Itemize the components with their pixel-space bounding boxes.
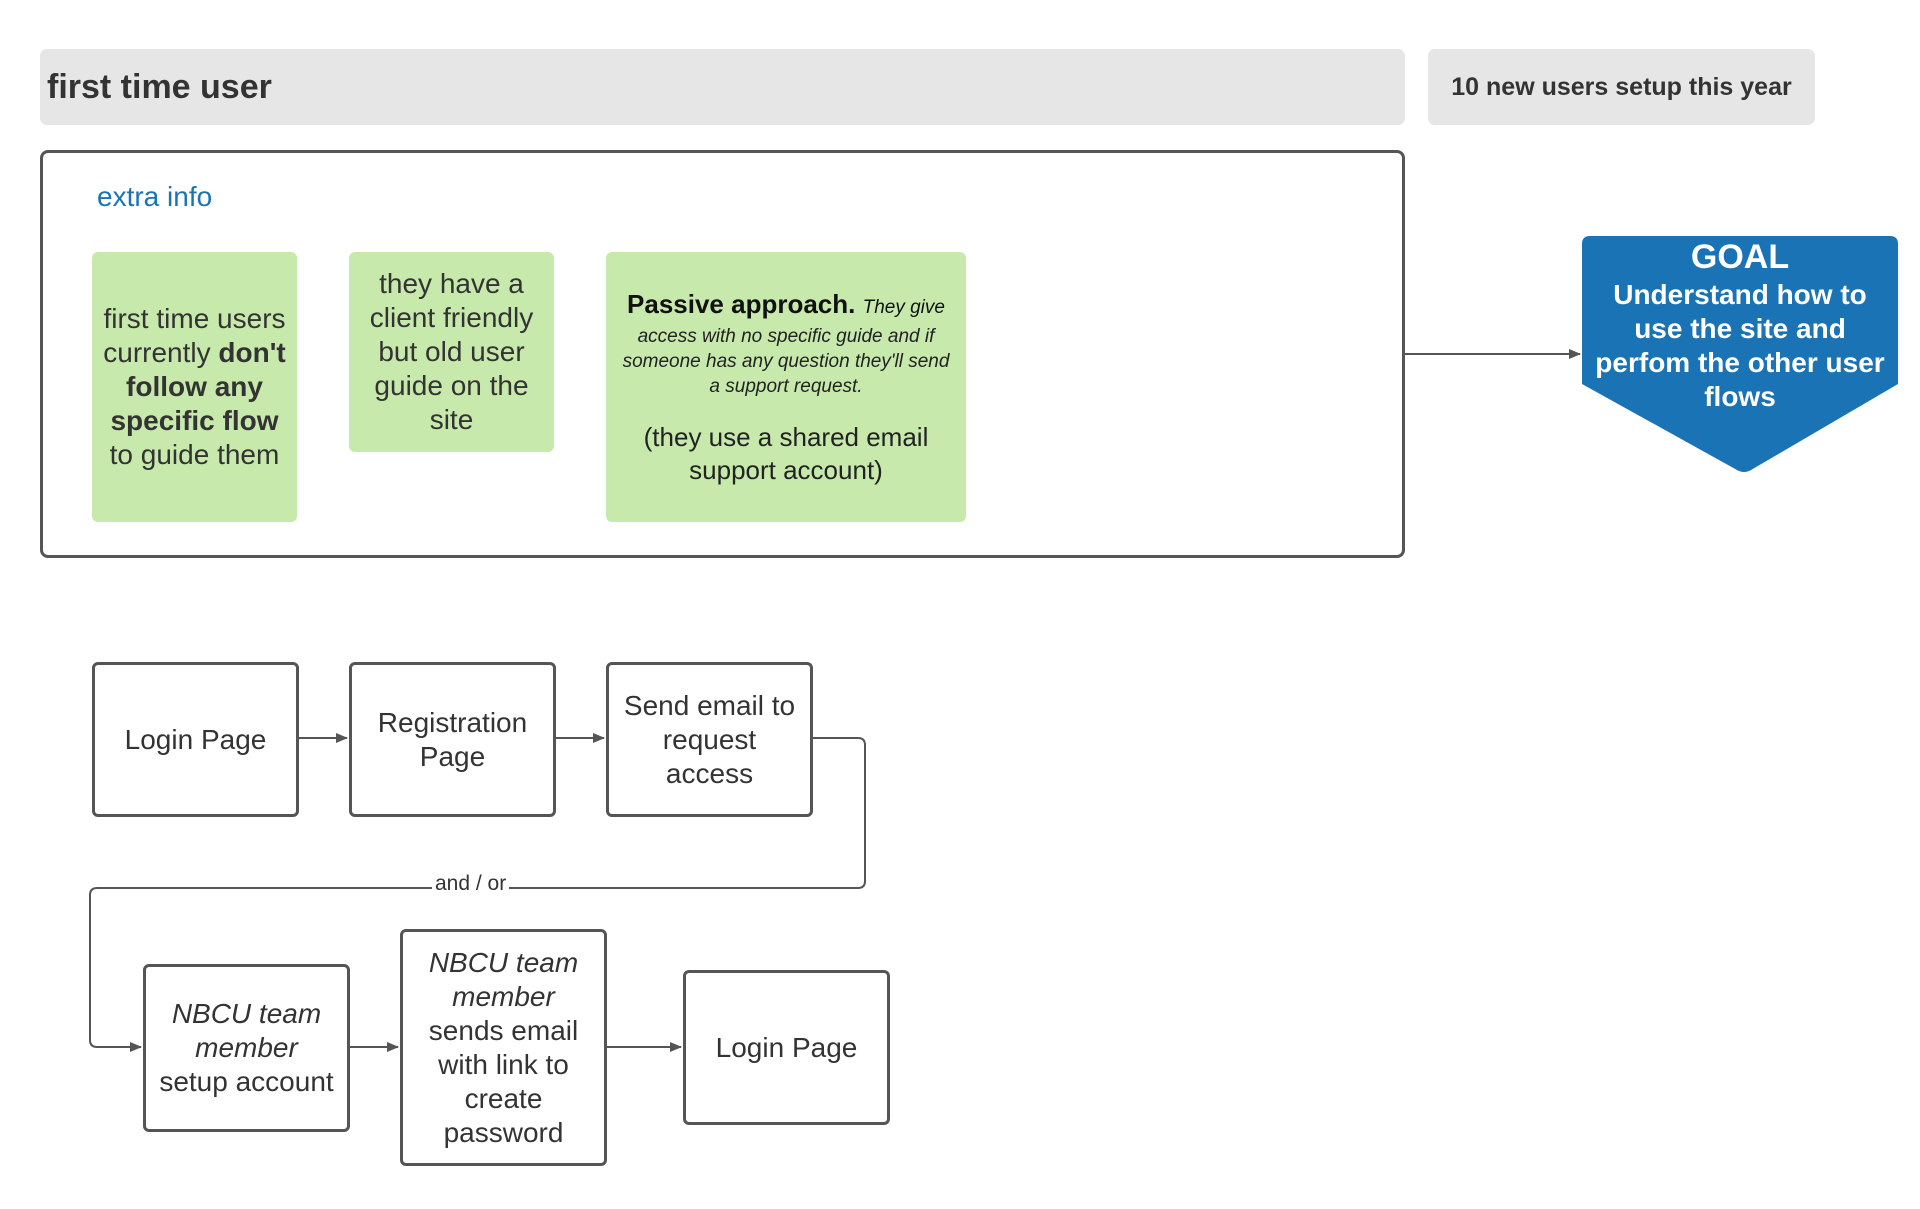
flow-step-label: Login Page (124, 723, 267, 755)
page-title-bar: first time user (40, 49, 1405, 125)
flow-step-label: Login Page (715, 1031, 858, 1063)
flow-step-nbcu-setup-account: NBCU team member setup account (143, 964, 350, 1132)
flow-step-label: Send email to request access (623, 689, 796, 789)
flow-step-actor: NBCU team member (171, 998, 322, 1063)
note-no-flow-post: to guide them (109, 439, 280, 470)
flow-step-login-page: Login Page (92, 662, 299, 817)
goal-label: GOAL Understand how to use the site and … (1590, 236, 1890, 414)
note-no-flow-pre: first time users currently (103, 303, 286, 368)
flow-step-label: sends email with link to create password (428, 1014, 579, 1148)
connector-label: and / or (432, 872, 510, 896)
note-passive-lead: Passive approach. They give (627, 288, 945, 324)
flow-step-send-email: Send email to request access (606, 662, 813, 817)
note-passive-tail: (they use a shared email support account… (643, 421, 929, 485)
note-passive-lead-bold: Passive approach. (627, 288, 856, 319)
note-passive-approach: Passive approach. They give access with … (606, 252, 966, 522)
goal-title: GOAL (1690, 238, 1790, 276)
note-no-flow-text: first time users currently don't follow … (100, 302, 289, 472)
note-passive-italic: access with no specific guide and if som… (622, 325, 950, 397)
stat-text: 10 new users setup this year (1451, 72, 1792, 101)
goal-text: Understand how to use the site and perfo… (1595, 279, 1885, 412)
stat-badge: 10 new users setup this year (1428, 49, 1815, 125)
flow-step-final-login-page: Login Page (683, 970, 890, 1125)
page-title: first time user (47, 67, 272, 106)
flow-step-nbcu-sends-email: NBCU team member sends email with link t… (400, 929, 607, 1166)
extra-info-label: extra info (97, 181, 213, 212)
flow-step-registration-page: Registration Page (349, 662, 556, 817)
goal-shape (1582, 236, 1898, 472)
flow-step-label: setup account (159, 1066, 334, 1097)
flow-step-label: Registration Page (377, 706, 528, 772)
note-no-flow: first time users currently don't follow … (92, 252, 297, 522)
flow-step-actor: NBCU team member (428, 946, 579, 1012)
note-user-guide: they have a client friendly but old user… (349, 252, 554, 452)
note-passive-lead-italic: They give (862, 296, 945, 318)
note-user-guide-text: they have a client friendly but old user… (369, 268, 534, 435)
note-no-flow-bold: don't follow any specific flow (110, 337, 286, 436)
